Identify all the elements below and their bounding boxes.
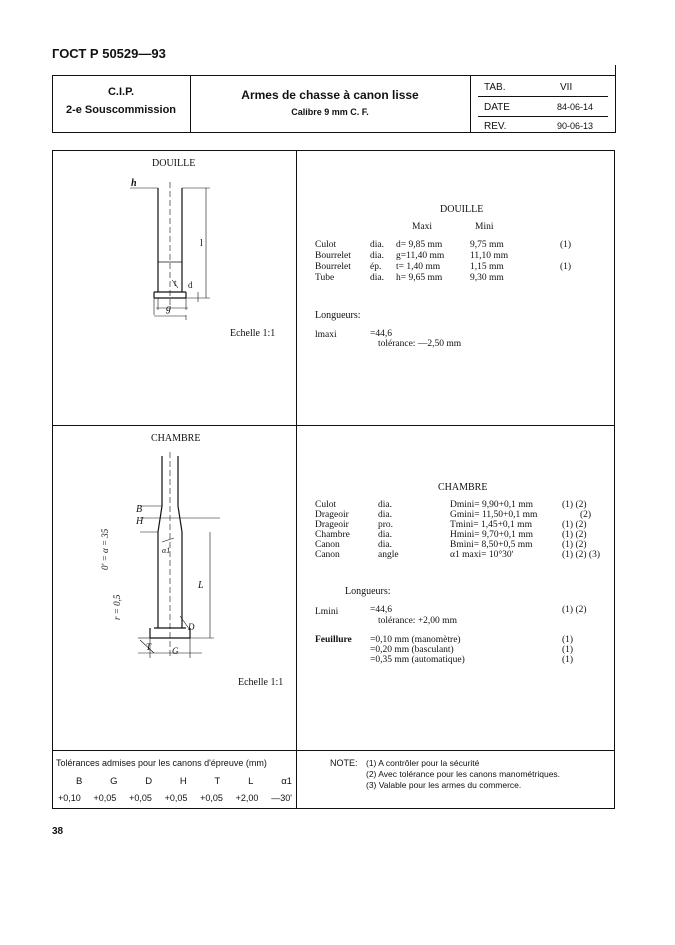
douille-longueurs-label: Longueurs: — [315, 310, 361, 321]
doc-subtitle: Calibre 9 mm C. F. — [291, 107, 369, 117]
tolerance-headers: B G D H T L α1 — [76, 776, 292, 787]
col-maxi: Maxi — [412, 222, 433, 232]
lmini-value: =44,6 — [370, 605, 392, 615]
lmaxi-value: =44,6 — [370, 329, 392, 339]
dim-B-label: B — [136, 504, 143, 515]
date-value: 84-06-14 — [557, 102, 594, 112]
lmini-label: Lmini — [315, 607, 339, 617]
dim-H-label: H — [136, 516, 144, 527]
dim-a1-label: α1 — [162, 546, 171, 555]
note-item: (1) A contrôler pour la sécurité — [366, 758, 480, 768]
note-label: NOTE: — [330, 758, 358, 768]
tab-value: VII — [560, 82, 573, 93]
rev-label: REV. — [484, 121, 507, 132]
col-mini: Mini — [475, 222, 494, 232]
page-number: 38 — [52, 826, 64, 837]
tolerance-values: +0,10 +0,05 +0,05 +0,05 +0,05 +2,00 —30ʹ — [58, 793, 292, 803]
dim-d-label: d — [188, 280, 193, 290]
doc-title: Armes de chasse à canon lisse — [241, 88, 419, 102]
douille-drawing-title: DOUILLE — [152, 158, 196, 169]
rev-value: 90-06-13 — [557, 121, 594, 131]
org-name: C.I.P. — [107, 86, 135, 98]
dim-D-label: D — [188, 622, 195, 632]
douille-tolerance: tolérance: —2,50 mm — [378, 339, 462, 349]
dim-G-label: G — [172, 646, 179, 656]
dim-L-label: L — [198, 580, 204, 591]
date-label: DATE — [484, 102, 510, 113]
note-item: (2) Avec tolérance pour les canons manom… — [366, 769, 561, 779]
chambre-table-title: CHAMBRE — [438, 482, 488, 493]
tolerances-title: Tolérances admises pour les canons d'épr… — [56, 758, 267, 768]
angle-note: 0ʹ = α = 35 — [100, 528, 110, 570]
douille-drawing — [130, 182, 210, 320]
doc-number: ГОСТ Р 50529—93 — [52, 46, 166, 61]
radius-note: r = 0,5 — [112, 594, 122, 620]
dim-g-label: g — [166, 303, 171, 314]
chambre-scale: Echelle 1:1 — [238, 677, 284, 688]
douille-table-title: DOUILLE — [440, 204, 484, 215]
chambre-drawing-title: CHAMBRE — [151, 433, 201, 444]
chambre-longueurs-label: Longueurs: — [345, 586, 391, 597]
dim-T-label: T — [146, 642, 152, 652]
chambre-tolerance: tolérance: +2,00 mm — [378, 616, 457, 626]
lmaxi-label: lmaxi — [315, 330, 337, 340]
subcommission: 2-e Souscommission — [65, 104, 177, 116]
note-item: (3) Valable pour les armes du commerce. — [366, 780, 522, 790]
lmini-notes: (1) (2) — [562, 605, 587, 615]
tab-label: TAB. — [484, 82, 506, 93]
dim-t-label: t — [174, 278, 177, 288]
feuillure-label: Feuillure — [315, 635, 352, 645]
chambre-drawing — [138, 452, 220, 658]
douille-scale: Echelle 1:1 — [230, 328, 276, 339]
dim-h-label: h — [131, 178, 137, 189]
dim-l-label: l — [200, 238, 203, 249]
